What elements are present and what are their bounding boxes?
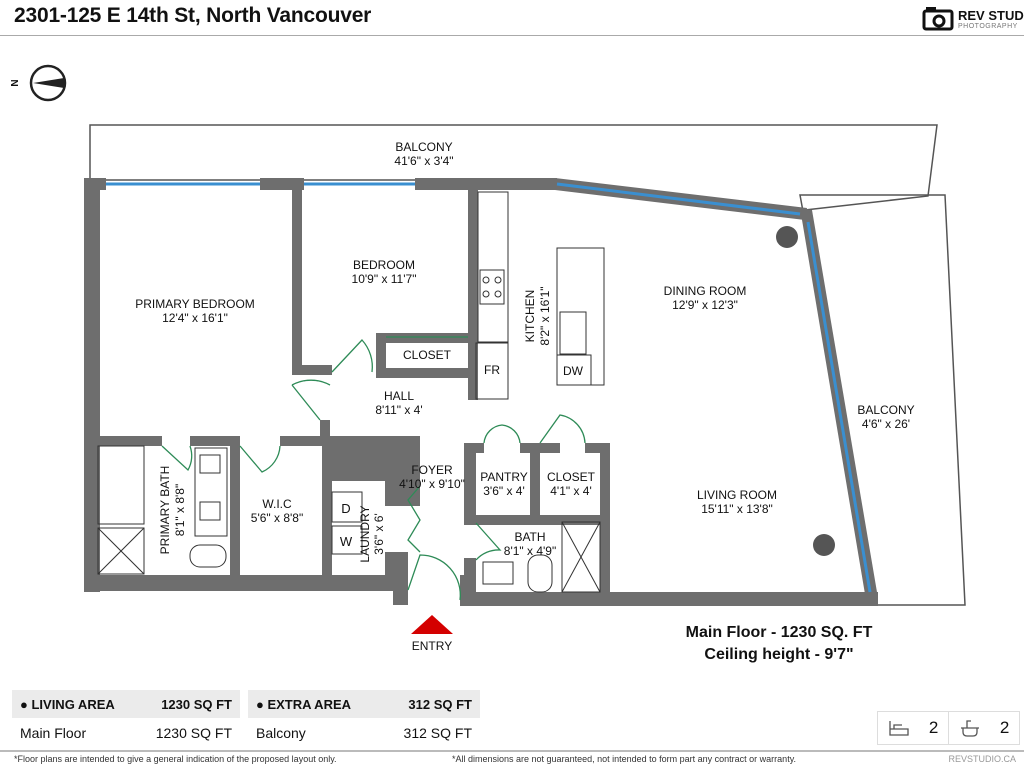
closet-dims: 4'1" x 4': [550, 484, 592, 498]
wic-dims: 5'6" x 8'8": [251, 511, 303, 525]
balcony-top-name: BALCONY: [395, 140, 452, 154]
bath-name: BATH: [514, 530, 545, 544]
shower-icon: [97, 527, 145, 575]
row-value: 1230 SQ FT: [155, 725, 232, 741]
dishwasher-label: DW: [563, 364, 584, 378]
kitchen-name: KITCHEN: [523, 290, 537, 343]
living-room-name: LIVING ROOM: [697, 488, 777, 502]
kitchen-dims: 8'2" x 16'1": [538, 286, 552, 345]
living-area-title: ● LIVING AREA: [20, 696, 115, 712]
ceiling-height: Ceiling height - 9'7": [704, 646, 854, 663]
extra-area-label: EXTRA AREA: [267, 696, 352, 712]
hall-dims: 8'11" x 4': [375, 403, 422, 417]
bath-fixtures: [97, 445, 601, 593]
washer-label: W: [340, 534, 353, 549]
room-labels: BALCONY 41'6" x 3'4" PRIMARY BEDROOM 12'…: [135, 140, 914, 563]
dryer-icon: [331, 491, 363, 523]
living-area-header: ● LIVING AREA 1230 SQ FT: [12, 690, 240, 718]
living-room-dims: 15'11" x 13'8": [701, 502, 773, 516]
foyer-name: FOYER: [411, 463, 453, 477]
windows: [106, 182, 872, 593]
extra-area-title: ● EXTRA AREA: [256, 696, 352, 712]
table-row: Main Floor 1230 SQ FT: [12, 718, 240, 748]
pantry-name: PANTRY: [480, 470, 528, 484]
bath-dims: 8'1" x 4'9": [504, 544, 556, 558]
bath-shower-icon: [561, 521, 601, 593]
living-area-label: LIVING AREA: [31, 696, 115, 712]
laundry-dims: 3'6" x 6': [372, 513, 386, 555]
sink-icon: [559, 311, 587, 355]
bathroom-count-value: 2: [999, 718, 1010, 737]
balcony-top-outline: [89, 124, 938, 211]
bedroom-count: 2: [878, 712, 948, 744]
primary-bedroom-name: PRIMARY BEDROOM: [135, 297, 255, 311]
toilet-icon: [189, 544, 227, 568]
table-row: Balcony 312 SQ FT: [248, 718, 480, 748]
hall-name: HALL: [384, 389, 414, 403]
row-label: Balcony: [256, 725, 306, 741]
row-value: 312 SQ FT: [403, 725, 472, 741]
primary-bath-dims: 8'1" x 8'8": [173, 484, 187, 536]
column: [813, 534, 835, 556]
compass-north-label: N: [10, 79, 21, 86]
entry-arrow-icon: [411, 615, 453, 634]
floor-info: Main Floor - 1230 SQ. FT Ceiling height …: [650, 622, 908, 666]
floor-area: Main Floor - 1230 SQ. FT: [685, 624, 873, 641]
camera-icon: [922, 7, 954, 31]
rev-studio-logo: REV STUDIO PHOTOGRAPHY: [922, 5, 1024, 33]
footer-website: REVSTUDIO.CA: [948, 754, 1016, 764]
bedroom-dims: 10'9" x 11'7": [352, 272, 417, 286]
header-divider: [0, 35, 1024, 36]
extra-area-total: 312 SQ FT: [408, 696, 472, 712]
closet-name: CLOSET: [547, 470, 596, 484]
primary-bedroom-dims: 12'4" x 16'1": [162, 311, 228, 325]
living-area-total: 1230 SQ FT: [161, 696, 232, 712]
bedroom-count-value: 2: [928, 718, 939, 737]
balcony-right-dims: 4'6" x 26': [862, 417, 910, 431]
fridge-label: FR: [484, 363, 500, 377]
living-area-table: ● LIVING AREA 1230 SQ FT Main Floor 1230…: [12, 690, 240, 748]
footer-disclaimer-left: *Floor plans are intended to give a gene…: [14, 754, 337, 764]
entry-label: ENTRY: [412, 639, 452, 653]
logo-subtitle: PHOTOGRAPHY: [958, 23, 1018, 30]
room-counts: 2 2: [877, 711, 1020, 745]
dining-room-name: DINING ROOM: [664, 284, 747, 298]
dining-room-dims: 12'9" x 12'3": [672, 298, 738, 312]
bathroom-count: 2: [948, 712, 1019, 744]
dishwasher-icon: [556, 354, 592, 386]
column: [776, 226, 798, 248]
kitchen-fixtures: [475, 191, 605, 400]
washer-icon: [331, 525, 363, 555]
bedroom-name: BEDROOM: [353, 258, 415, 272]
door-swings: [161, 336, 586, 601]
footer-disclaimer-middle: *All dimensions are not guaranteed, not …: [452, 754, 797, 764]
walls: [84, 178, 878, 606]
dryer-label: D: [341, 501, 350, 516]
fridge-icon: [475, 342, 509, 400]
pantry-dims: 3'6" x 4': [483, 484, 525, 498]
primary-bath-name: PRIMARY BATH: [158, 466, 172, 555]
page-title: 2301-125 E 14th St, North Vancouver: [14, 4, 372, 27]
extra-area-table: ● EXTRA AREA 312 SQ FT Balcony 312 SQ FT: [248, 690, 480, 748]
hall-closet-name: CLOSET: [403, 348, 452, 362]
floor-plan: N: [10, 64, 966, 653]
bath-sink-icon: [482, 561, 514, 585]
footer-divider: [0, 750, 1024, 752]
bath-toilet-icon: [527, 554, 553, 593]
foyer-dims: 4'10" x 9'10": [399, 477, 465, 491]
balcony-top-dims: 41'6" x 3'4": [394, 154, 453, 168]
row-label: Main Floor: [20, 725, 87, 741]
bathtub-icon: [97, 445, 145, 525]
bathtub-icon: [960, 720, 979, 737]
compass-icon: N: [10, 64, 67, 102]
balcony-right-name: BALCONY: [857, 403, 914, 417]
bed-icon: [888, 721, 909, 736]
cooktop-icon: [479, 269, 505, 305]
laundry-name: LAUNDRY: [358, 505, 372, 562]
extra-area-header: ● EXTRA AREA 312 SQ FT: [248, 690, 480, 718]
logo-brand: REV STUDIO: [958, 8, 1024, 23]
wic-name: W.I.C: [262, 497, 292, 511]
vanity-icon: [194, 447, 228, 537]
